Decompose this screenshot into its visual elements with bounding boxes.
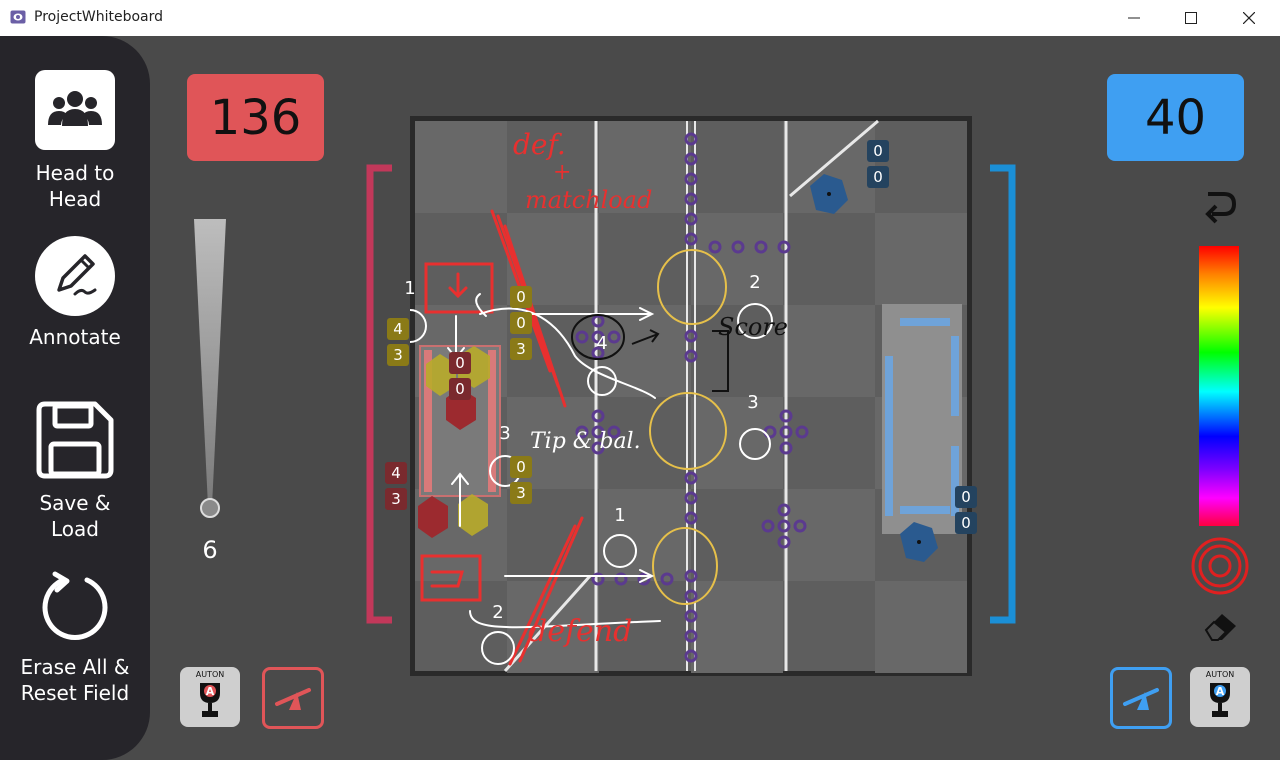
annotation-number: 3 xyxy=(499,423,511,444)
sidebar: Head to Head Annotate Save & Load xyxy=(0,36,150,760)
maximize-button[interactable] xyxy=(1162,0,1220,36)
robot-badge: 0 xyxy=(955,512,977,534)
trophy-letter: A xyxy=(205,685,215,698)
red-bracket xyxy=(366,164,392,624)
annotation-number: 3 xyxy=(747,392,759,413)
trophy-label: AUTON xyxy=(195,670,225,679)
head-to-head-label: Head to Head xyxy=(35,161,115,211)
annotation-score: Score xyxy=(718,313,789,341)
close-icon xyxy=(1243,12,1255,24)
title-bar: ProjectWhiteboard xyxy=(0,0,1280,36)
robot-badge: 0 xyxy=(449,352,471,374)
annotation-number: 1 xyxy=(614,505,626,526)
annotation-defend: defend xyxy=(528,614,633,649)
seesaw-icon xyxy=(1123,688,1159,710)
robot-badge: 0 xyxy=(449,378,471,400)
annotation-tip-bal: Tip & bal. xyxy=(530,429,641,454)
annotate-button[interactable]: Annotate xyxy=(0,236,150,356)
robot-badge: 0 xyxy=(955,486,977,508)
minimize-button[interactable] xyxy=(1105,0,1163,36)
robot-badge: 3 xyxy=(387,344,409,366)
brush-size-slider[interactable] xyxy=(190,216,230,526)
robot-badge: 0 xyxy=(867,140,889,162)
blue-bracket xyxy=(990,164,1016,624)
robot-badge: 0 xyxy=(510,286,532,308)
red-score: 136 xyxy=(187,74,324,161)
trophy-letter: A xyxy=(1215,685,1225,698)
trophy-icon xyxy=(200,683,220,717)
blue-score: 40 xyxy=(1107,74,1244,161)
erase-reset-button[interactable]: Erase All & Reset Field xyxy=(0,570,150,710)
robot-badge: 4 xyxy=(385,462,407,484)
target-icon[interactable] xyxy=(1190,536,1250,596)
annotation-number: 2 xyxy=(492,602,504,623)
users-icon xyxy=(35,70,115,150)
pen-icon xyxy=(35,236,115,316)
balance-button-red[interactable] xyxy=(262,667,324,729)
robot-badge: 3 xyxy=(510,482,532,504)
trophy-icon xyxy=(1210,683,1230,717)
annotate-label: Annotate xyxy=(29,325,121,349)
save-load-label: Save & Load xyxy=(39,491,111,541)
window-title: ProjectWhiteboard xyxy=(34,9,164,25)
annotation-number: 4 xyxy=(596,333,608,354)
app-icon xyxy=(10,10,26,24)
brush-size-value: 6 xyxy=(202,536,218,564)
auton-button-red[interactable]: AUTON A xyxy=(180,667,240,727)
color-palette[interactable] xyxy=(1199,246,1239,526)
field[interactable] xyxy=(410,116,972,676)
robot-badge: 3 xyxy=(510,338,532,360)
trophy-label: AUTON xyxy=(1205,670,1235,679)
floppy-disk-icon xyxy=(35,400,115,480)
robot-badge: 0 xyxy=(510,456,532,478)
seesaw-icon xyxy=(275,688,311,710)
robot-badge: 0 xyxy=(510,312,532,334)
undo-icon[interactable] xyxy=(1198,186,1238,226)
main-area: Head to Head Annotate Save & Load xyxy=(0,36,1280,760)
head-to-head-button[interactable]: Head to Head xyxy=(0,70,150,211)
robot-badge: 4 xyxy=(387,318,409,340)
robot-badge: 0 xyxy=(867,166,889,188)
balance-button-blue[interactable] xyxy=(1110,667,1172,729)
eraser-icon[interactable] xyxy=(1200,608,1240,644)
annotation-def: def. xyxy=(513,128,566,161)
annotation-number: 2 xyxy=(749,272,761,293)
robot-badge: 3 xyxy=(385,488,407,510)
auton-button-blue[interactable]: AUTON A xyxy=(1190,667,1250,727)
save-load-button[interactable]: Save & Load xyxy=(0,400,150,541)
minimize-icon xyxy=(1128,17,1140,19)
annotation-matchload: matchload xyxy=(525,186,653,214)
erase-reset-label: Erase All & Reset Field xyxy=(20,655,130,705)
annotation-plus: + xyxy=(553,160,572,185)
annotation-number: 1 xyxy=(404,278,416,299)
reset-icon xyxy=(37,570,113,646)
close-button[interactable] xyxy=(1220,0,1278,36)
maximize-icon xyxy=(1185,12,1197,24)
